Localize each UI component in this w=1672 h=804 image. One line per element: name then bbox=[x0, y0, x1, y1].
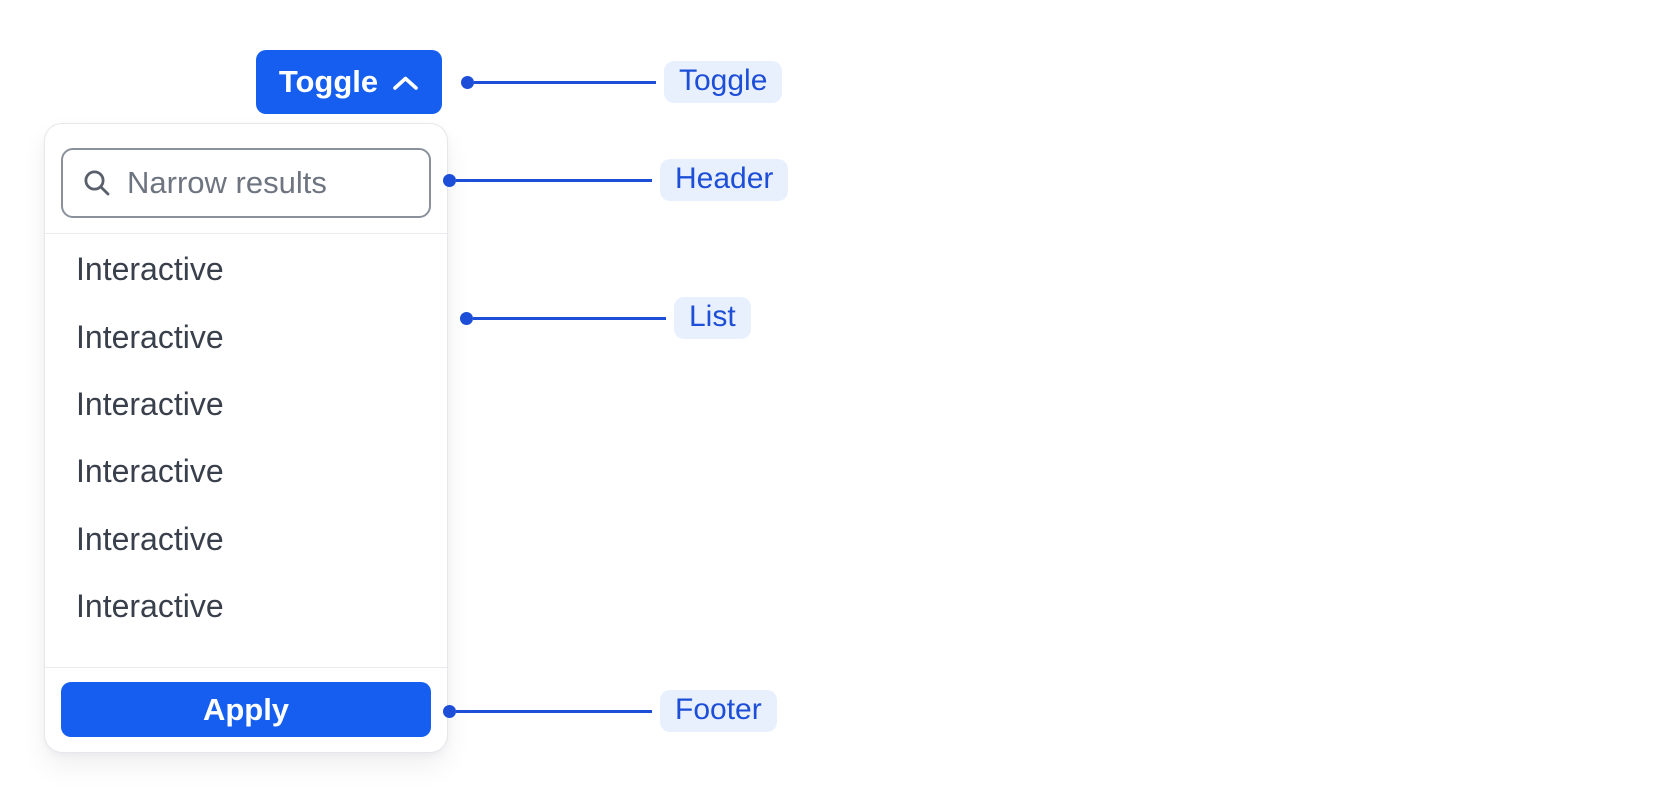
list-item[interactable]: Interactive bbox=[76, 588, 224, 625]
list-item[interactable]: Interactive bbox=[76, 385, 224, 422]
list-item[interactable]: Interactive bbox=[76, 520, 224, 557]
chevron-up-icon bbox=[392, 75, 419, 91]
annotation-dot-icon bbox=[460, 311, 473, 325]
apply-button[interactable]: Apply bbox=[61, 682, 431, 737]
annotation-dot-icon bbox=[461, 75, 474, 89]
annotation-line bbox=[456, 178, 652, 182]
annotation-toggle: Toggle bbox=[461, 61, 783, 103]
annotation-label-footer: Footer bbox=[660, 690, 777, 732]
search-icon bbox=[83, 169, 111, 197]
annotation-dot-icon bbox=[443, 704, 456, 718]
list-item[interactable]: Interactive bbox=[76, 318, 224, 355]
annotation-dot-icon bbox=[443, 173, 456, 187]
annotation-line bbox=[456, 709, 652, 713]
dropdown-footer: Apply bbox=[45, 667, 447, 752]
annotation-line bbox=[474, 80, 656, 84]
toggle-button[interactable]: Toggle bbox=[256, 50, 442, 114]
dropdown-list: Interactive Interactive Interactive Inte… bbox=[45, 233, 447, 640]
annotation-list: List bbox=[460, 297, 751, 339]
dropdown-panel: Interactive Interactive Interactive Inte… bbox=[44, 123, 448, 753]
annotation-label-list: List bbox=[674, 297, 751, 339]
annotation-header: Header bbox=[443, 159, 789, 201]
list-item[interactable]: Interactive bbox=[76, 251, 224, 288]
annotation-footer: Footer bbox=[443, 690, 777, 732]
annotation-line bbox=[473, 316, 666, 320]
dropdown-header bbox=[45, 124, 447, 233]
list-item[interactable]: Interactive bbox=[76, 453, 224, 490]
toggle-button-label: Toggle bbox=[278, 64, 379, 99]
search-input[interactable] bbox=[125, 164, 413, 202]
annotation-label-header: Header bbox=[660, 159, 789, 201]
annotation-label-toggle: Toggle bbox=[664, 61, 783, 103]
search-box[interactable] bbox=[61, 148, 431, 218]
